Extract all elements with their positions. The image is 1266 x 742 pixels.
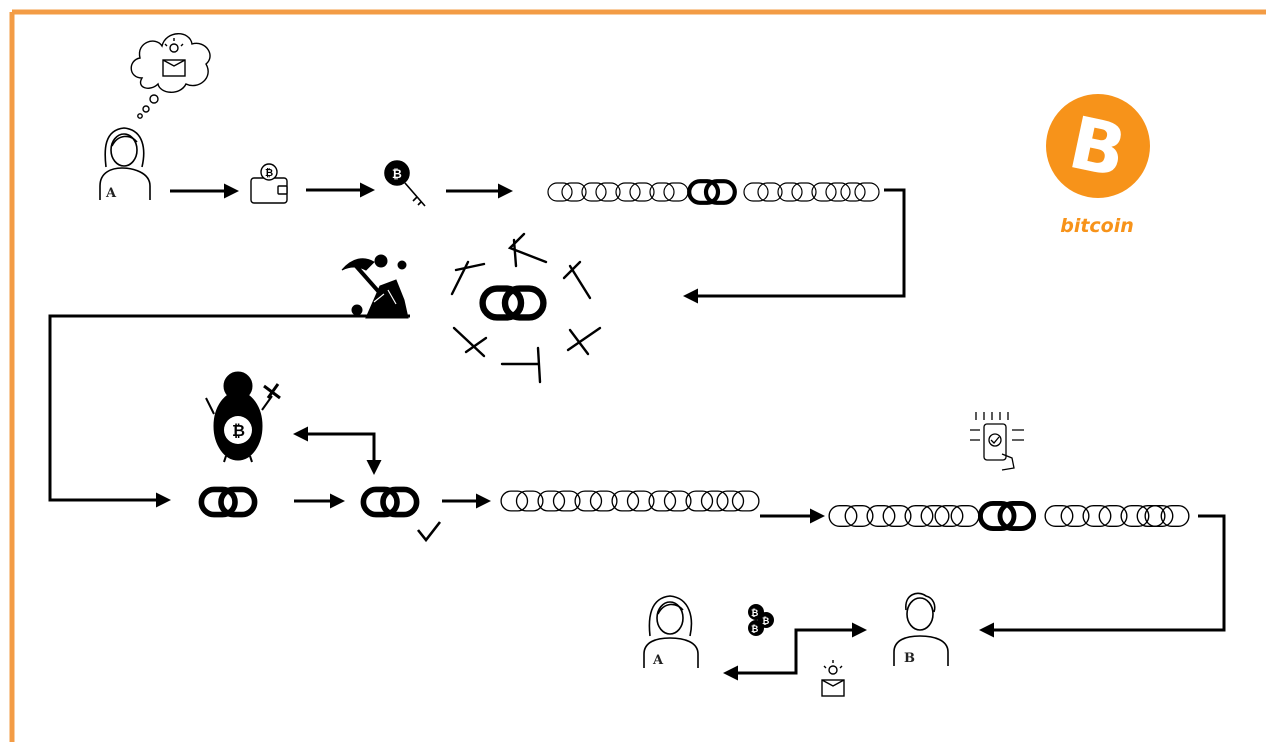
pickaxe-ring: [450, 232, 602, 384]
person-b-label: B: [904, 651, 915, 666]
smartphone-verification-icon: [970, 412, 1024, 471]
thought-cloud-box-idea-icon: [130, 33, 211, 119]
person-a-top: A: [99, 127, 151, 201]
bitcoin-wordmark: bitcoin: [1060, 215, 1134, 237]
arrow-miner-validation: [293, 426, 382, 475]
bitcoin-logo-circle: [1046, 94, 1150, 198]
svg-text:₿: ₿: [232, 421, 245, 440]
checkmark-icon: [416, 521, 442, 543]
wallet-with-coin-icon: ₿: [250, 163, 288, 204]
person-a-bottom-label: A: [652, 653, 664, 668]
arrows-top-row: [170, 182, 906, 304]
arrow-chain-to-mining: [683, 188, 906, 304]
arrow-ledger-to-receiver: [979, 514, 1226, 638]
pickaxe-rock-icon: [341, 254, 409, 319]
person-a-label: A: [105, 186, 117, 201]
svg-text:₿: ₿: [762, 616, 769, 627]
arrow-mining-to-block: [48, 314, 410, 508]
bitcoin-logo: B bitcoin: [1046, 94, 1150, 237]
box-idea-icon: [821, 660, 845, 697]
svg-text:₿: ₿: [392, 167, 402, 181]
svg-text:₿: ₿: [751, 608, 758, 619]
svg-text:₿: ₿: [751, 624, 758, 635]
svg-text:₿: ₿: [265, 167, 273, 179]
arrow-exchange-a-b: [723, 622, 867, 681]
person-a-bottom: A: [643, 595, 699, 668]
arrows-middle-row: [293, 426, 1226, 638]
person-b: B: [893, 592, 949, 666]
bitcoin-miner-mascot-icon: ₿: [205, 371, 281, 463]
mining-block-center: [450, 232, 602, 384]
bitcoin-key-icon: ₿: [384, 160, 426, 207]
